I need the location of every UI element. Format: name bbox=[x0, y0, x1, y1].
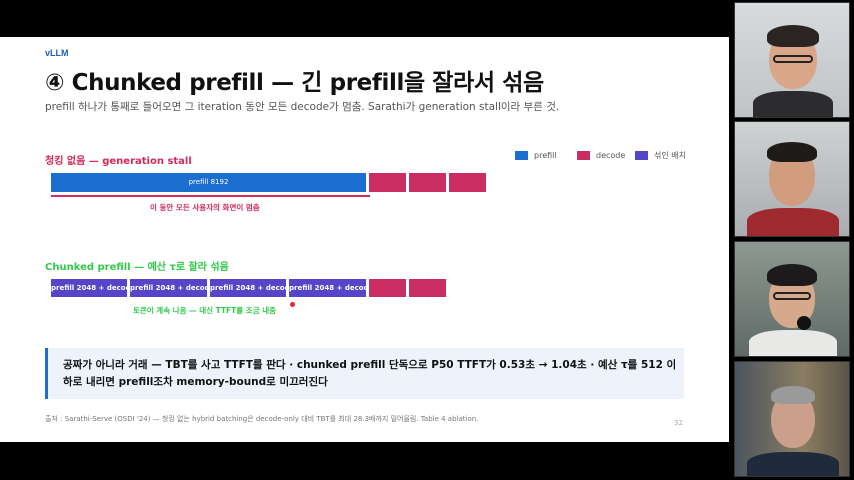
legend-label: 섞인 배치 bbox=[654, 151, 686, 160]
mixed-batch-bar: prefill 2048 + decode bbox=[289, 279, 366, 297]
mixed-batch-bar: prefill 2048 + decode bbox=[51, 279, 127, 297]
legend-swatch-decode bbox=[577, 151, 590, 160]
participant-video-1[interactable] bbox=[734, 2, 850, 118]
section-no-chunk-label: 청킹 없음 — generation stall bbox=[45, 156, 192, 167]
person-body bbox=[749, 330, 837, 356]
decode-bar bbox=[369, 279, 406, 297]
laser-pointer-dot bbox=[290, 302, 295, 307]
presentation-slide: vLLM ④ Chunked prefill — 긴 prefill을 잘라서 … bbox=[0, 37, 729, 442]
mixed-batch-bar: prefill 2048 + decode bbox=[130, 279, 207, 297]
decode-bar bbox=[409, 279, 446, 297]
participant-video-4[interactable] bbox=[734, 361, 850, 477]
participant-video-3[interactable] bbox=[734, 241, 850, 357]
participant-video-2[interactable] bbox=[734, 121, 850, 237]
chunk-note: 토큰이 계속 나옴 — 대신 TTFT를 조금 내줌 bbox=[133, 306, 277, 315]
callout-box: 공짜가 아니라 거래 — TBT를 사고 TTFT를 판다 · chunked … bbox=[45, 348, 684, 399]
stall-note: 이 동안 모든 사용자의 화면이 멈춤 bbox=[150, 203, 260, 212]
legend-label: prefill bbox=[534, 151, 557, 160]
slide-subtitle: prefill 하나가 통째로 들어오면 그 iteration 동안 모든 d… bbox=[45, 101, 560, 113]
person-hair bbox=[767, 264, 817, 286]
stall-span-line bbox=[51, 195, 370, 197]
prefill-bar: prefill 8192 bbox=[51, 173, 366, 192]
decode-bar bbox=[409, 173, 446, 192]
section-chunk-label: Chunked prefill — 예산 τ로 잘라 섞음 bbox=[45, 262, 229, 273]
callout-text: 공짜가 아니라 거래 — TBT를 사고 TTFT를 판다 · chunked … bbox=[63, 359, 677, 388]
decode-bar bbox=[449, 173, 486, 192]
person-body bbox=[747, 208, 839, 236]
legend-label: decode bbox=[596, 151, 626, 160]
glasses-icon bbox=[773, 55, 813, 63]
microphone-icon bbox=[797, 316, 811, 330]
legend-item-mixed: 섞인 배치 bbox=[635, 150, 686, 162]
person-hair bbox=[767, 25, 819, 47]
brand-label: vLLM bbox=[45, 48, 69, 58]
glasses-icon bbox=[773, 292, 811, 300]
source-citation: 출처 : Sarathi-Serve (OSDI '24) — 청킹 없는 hy… bbox=[45, 415, 479, 423]
decode-bar bbox=[369, 173, 406, 192]
page-number: 32 bbox=[674, 419, 683, 427]
legend-item-prefill: prefill bbox=[515, 150, 557, 162]
mixed-batch-bar: prefill 2048 + decode bbox=[210, 279, 286, 297]
person-body bbox=[753, 91, 833, 117]
person-body bbox=[747, 452, 839, 476]
person-hair bbox=[771, 386, 815, 404]
legend-swatch-prefill bbox=[515, 151, 528, 160]
legend-item-decode: decode bbox=[577, 150, 625, 162]
legend-swatch-mixed bbox=[635, 151, 648, 160]
slide-title: ④ Chunked prefill — 긴 prefill을 잘라서 섞음 bbox=[45, 70, 544, 96]
person-hair bbox=[767, 142, 817, 162]
